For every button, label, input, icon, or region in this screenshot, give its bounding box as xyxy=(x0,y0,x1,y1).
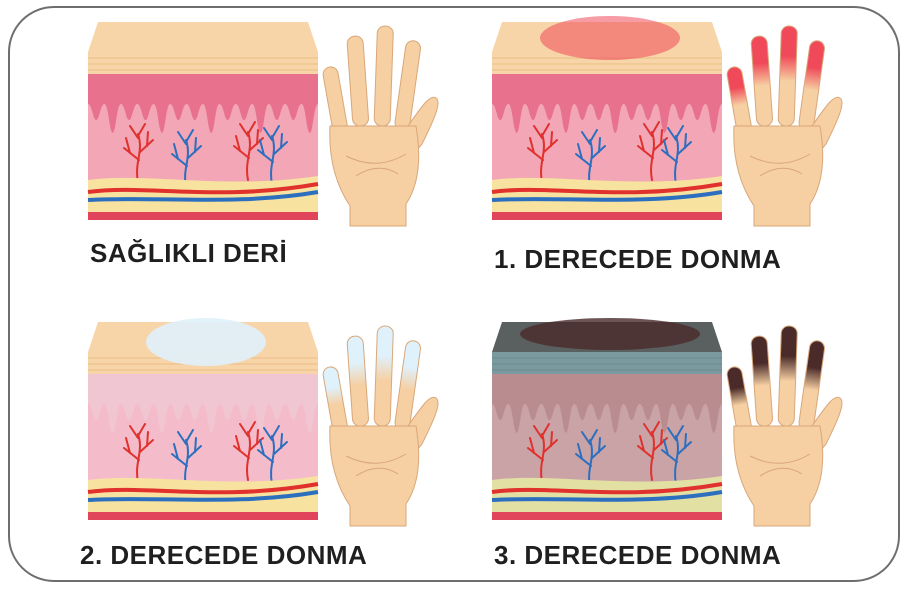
skin-illustration-second-degree xyxy=(86,312,446,542)
muscle-layer xyxy=(88,212,318,220)
panel-healthy xyxy=(86,12,446,242)
muscle-layer xyxy=(492,512,722,520)
hand-illustration xyxy=(726,26,842,226)
caption-third-degree: 3. DERECEDE DONMA xyxy=(494,540,781,571)
epidermis-layer xyxy=(88,52,318,74)
skin-illustration-first-degree xyxy=(490,12,850,242)
palm xyxy=(330,426,419,526)
finger-3 xyxy=(374,326,393,426)
epidermis-layer xyxy=(492,352,722,374)
finger-2 xyxy=(751,36,773,127)
panel-second-degree xyxy=(86,312,446,542)
hand-illustration xyxy=(726,326,842,526)
frostbite-whitening xyxy=(146,318,266,366)
muscle-layer xyxy=(88,512,318,520)
skin-illustration-third-degree xyxy=(490,312,850,542)
skin-cross-section xyxy=(88,22,318,220)
caption-second-degree: 2. DERECEDE DONMA xyxy=(80,540,367,571)
skin-cross-section xyxy=(88,318,318,520)
skin-cross-section xyxy=(492,16,722,220)
palm xyxy=(330,126,419,226)
finger-3 xyxy=(778,26,797,126)
panel-first-degree xyxy=(490,12,850,242)
caption-first-degree: 1. DERECEDE DONMA xyxy=(494,244,781,275)
finger-2 xyxy=(751,336,773,427)
skin-illustration-healthy xyxy=(86,12,446,242)
finger-2 xyxy=(347,336,369,427)
hand-illustration xyxy=(322,326,438,526)
palm xyxy=(734,426,823,526)
epidermis-top xyxy=(88,22,318,52)
finger-2 xyxy=(347,36,369,127)
skin-cross-section xyxy=(492,318,722,520)
palm xyxy=(734,126,823,226)
frostbite-necrosis xyxy=(520,318,700,350)
hand-illustration xyxy=(322,26,438,226)
panel-third-degree xyxy=(490,312,850,542)
finger-3 xyxy=(374,26,393,126)
frostbite-redness xyxy=(540,16,680,60)
muscle-layer xyxy=(492,212,722,220)
caption-healthy: SAĞLIKLI DERİ xyxy=(90,238,287,269)
finger-3 xyxy=(778,326,797,426)
